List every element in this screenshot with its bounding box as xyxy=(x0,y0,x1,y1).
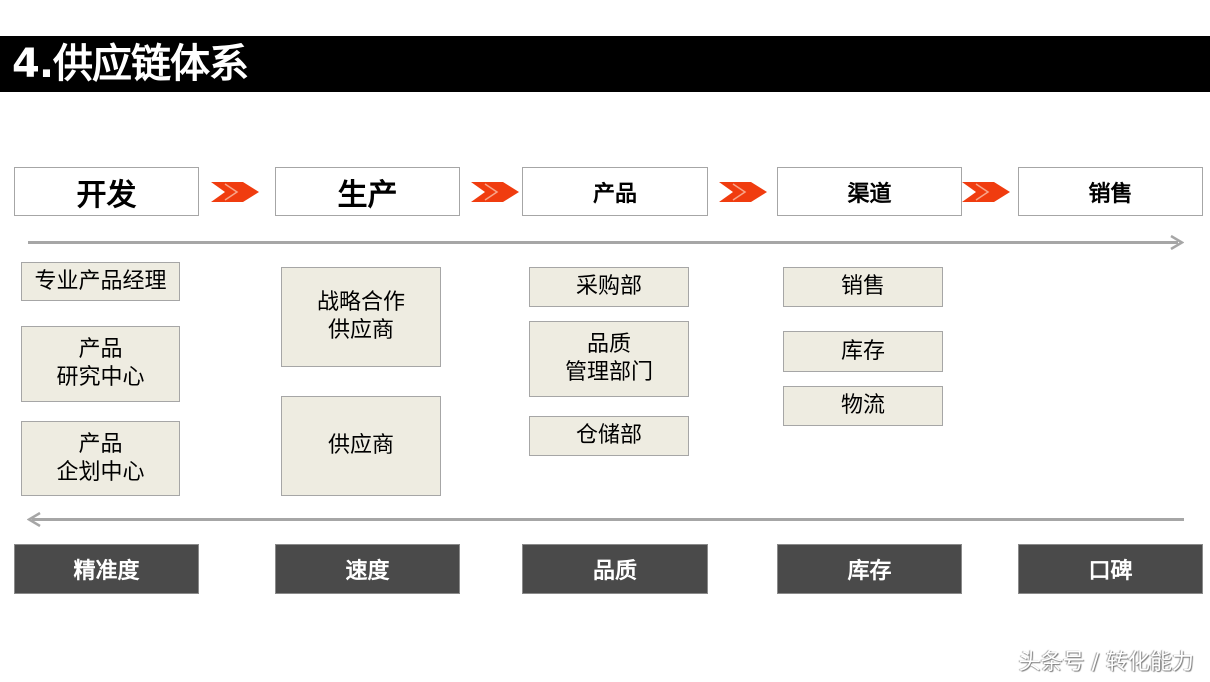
stage-dev: 开发 xyxy=(14,167,199,216)
metric-inventory: 库存 xyxy=(777,544,962,594)
double-chevron-icon xyxy=(471,182,519,202)
metric-speed: 速度 xyxy=(275,544,460,594)
arrow-left-icon xyxy=(27,512,41,527)
stage-product: 产品 xyxy=(522,167,708,216)
page-title: 4.供应链体系 xyxy=(12,41,249,87)
metric-reputation: 口碑 xyxy=(1018,544,1203,594)
product-item: 品质 管理部门 xyxy=(529,321,689,397)
stage-channel: 渠道 xyxy=(777,167,962,216)
forward-arrow-line xyxy=(28,241,1178,244)
dev-item: 专业产品经理 xyxy=(21,262,180,301)
metric-quality: 品质 xyxy=(522,544,708,594)
channel-item: 物流 xyxy=(783,386,943,426)
feedback-arrow-line xyxy=(32,518,1184,521)
watermark: 头条号 / 转化能力 xyxy=(1018,650,1194,675)
double-chevron-icon xyxy=(962,182,1010,202)
dev-item: 产品 企划中心 xyxy=(21,421,180,496)
product-item: 采购部 xyxy=(529,267,689,307)
double-chevron-icon xyxy=(211,182,259,202)
channel-item: 库存 xyxy=(783,331,943,372)
double-chevron-icon xyxy=(719,182,767,202)
stage-production: 生产 xyxy=(275,167,460,216)
product-item: 仓储部 xyxy=(529,416,689,456)
channel-item: 销售 xyxy=(783,267,943,307)
stage-sales: 销售 xyxy=(1018,167,1203,216)
production-item: 供应商 xyxy=(281,396,441,496)
arrow-right-icon xyxy=(1170,235,1184,250)
production-item: 战略合作 供应商 xyxy=(281,267,441,367)
dev-item: 产品 研究中心 xyxy=(21,326,180,402)
metric-accuracy: 精准度 xyxy=(14,544,199,594)
title-bar: 4.供应链体系 xyxy=(0,36,1210,92)
